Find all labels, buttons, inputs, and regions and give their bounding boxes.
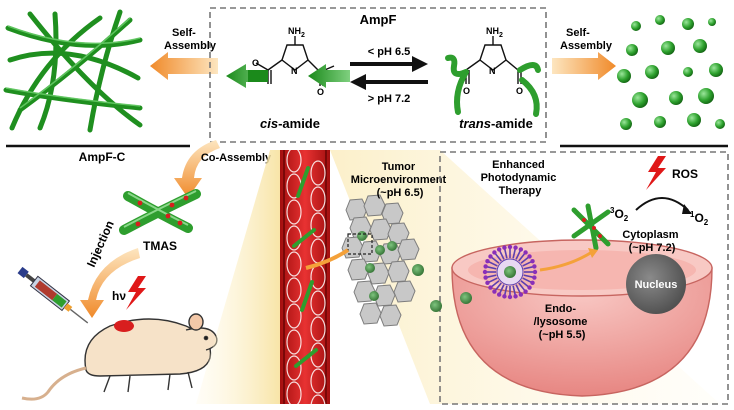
nanosphere bbox=[715, 119, 725, 129]
tumor-microenvironment-label: Tumor Microenvironment (~pH 6.5) bbox=[351, 161, 449, 199]
left-self-assembly-label: Self- Assembly bbox=[164, 27, 217, 52]
nanosphere-cluster bbox=[617, 15, 725, 130]
trans-nh2-label: NH bbox=[486, 26, 499, 36]
trans-o-atom-2: O bbox=[516, 86, 523, 96]
tumor-cell bbox=[393, 280, 416, 303]
tmas-structure bbox=[119, 189, 201, 235]
light-beam-left bbox=[196, 150, 280, 404]
nucleus-label: Nucleus bbox=[635, 279, 678, 291]
nanosphere bbox=[682, 18, 694, 30]
nanosphere bbox=[626, 44, 638, 56]
ph-upper-condition: < pH 6.5 bbox=[368, 46, 411, 58]
injection-arrow bbox=[80, 248, 140, 318]
cytoplasm-tmas bbox=[571, 203, 611, 251]
right-self-assembly-label: Self- Assembly bbox=[560, 27, 613, 52]
triplet-oxygen-label: 3O2 bbox=[610, 206, 629, 223]
tumor-cell-cluster bbox=[341, 194, 420, 327]
nanosphere bbox=[687, 113, 701, 127]
nanosphere bbox=[683, 67, 693, 77]
tumor-cell bbox=[359, 302, 382, 325]
ampf-title: AmpF bbox=[360, 12, 397, 27]
nanosphere bbox=[708, 18, 716, 26]
ampf-c-label: AmpF-C bbox=[79, 150, 126, 164]
ampf-box bbox=[209, 7, 547, 143]
ros-label: ROS bbox=[672, 167, 698, 181]
cis-amide-label: cis-amide bbox=[260, 116, 320, 131]
cis-nh2-label: NH bbox=[288, 26, 301, 36]
trans-green-chain-right bbox=[517, 62, 541, 73]
ph-forward-arrow bbox=[350, 56, 428, 72]
nanoparticle bbox=[412, 264, 424, 276]
escape-arrow bbox=[539, 250, 593, 272]
tumor-cell bbox=[397, 238, 420, 261]
nanosphere bbox=[669, 91, 683, 105]
cis-o-atom-2: O bbox=[317, 87, 324, 97]
right-arrow-orange bbox=[552, 52, 616, 80]
nanoparticle bbox=[430, 300, 442, 312]
svg-text:NH2: NH2 bbox=[486, 26, 503, 39]
mouse-image bbox=[21, 313, 218, 401]
syringe-image bbox=[17, 266, 89, 324]
cytoplasm-label: Cytoplasm (~pH 7.2) bbox=[622, 229, 681, 254]
nanoparticle bbox=[460, 292, 472, 304]
nanosphere bbox=[698, 88, 714, 104]
trans-amide-label: trans-amide bbox=[459, 116, 533, 131]
nucleus-icon bbox=[626, 254, 686, 314]
co-assembly-label: Co-Assembly bbox=[201, 152, 272, 164]
nanosphere bbox=[632, 92, 648, 108]
nanosphere bbox=[654, 116, 666, 128]
nanosphere bbox=[631, 21, 641, 31]
cis-o-atom-1: O bbox=[252, 58, 259, 68]
nanoparticles bbox=[412, 264, 472, 312]
svg-text:NH2: NH2 bbox=[288, 26, 305, 39]
trans-n-atom: N bbox=[489, 66, 496, 76]
singlet-oxygen-label: 1O2 bbox=[690, 210, 709, 227]
tumor-cell bbox=[369, 218, 392, 241]
lightning-icon bbox=[126, 276, 146, 310]
hv-label: hν bbox=[112, 289, 126, 303]
cis-n-atom: N bbox=[291, 66, 298, 76]
nanosphere bbox=[661, 41, 675, 55]
lysosome-icon bbox=[482, 244, 538, 300]
tumor-nanoparticle bbox=[365, 263, 375, 273]
trans-amide-structure bbox=[465, 36, 522, 84]
ros-lightning-icon bbox=[646, 156, 666, 190]
trans-green-chain-left bbox=[445, 54, 469, 77]
ros-conversion-arrow bbox=[635, 197, 689, 211]
trans-o-atom-1: O bbox=[463, 86, 470, 96]
tumor-nanoparticle bbox=[387, 241, 397, 251]
tumor-nanoparticle bbox=[357, 231, 367, 241]
nanosphere bbox=[709, 63, 723, 77]
tumor-cell bbox=[379, 304, 402, 327]
nanosphere bbox=[617, 69, 631, 83]
nanosphere bbox=[645, 65, 659, 79]
tumor-cell bbox=[387, 260, 410, 283]
tumor-cell bbox=[363, 194, 386, 217]
nanosphere bbox=[693, 39, 707, 53]
cell-inset-box bbox=[439, 151, 729, 405]
middle-green-arrow bbox=[308, 64, 350, 88]
ph-lower-condition: > pH 7.2 bbox=[368, 93, 411, 105]
tmas-label: TMAS bbox=[143, 239, 177, 253]
endolysosome-label: Endo- /lysosome (~pH 5.5) bbox=[534, 303, 591, 341]
tumor-zoom-box bbox=[347, 233, 373, 255]
ph-reverse-arrow bbox=[350, 74, 428, 90]
enhanced-pdt-label: Enhanced Photodynamic Therapy bbox=[481, 159, 560, 197]
tumor-nanoparticle bbox=[369, 291, 379, 301]
nanosphere bbox=[655, 15, 665, 25]
fiber-network-image bbox=[3, 9, 143, 133]
tumor-arrow bbox=[305, 248, 350, 270]
nanosphere bbox=[620, 118, 632, 130]
left-arrow-orange bbox=[150, 52, 218, 80]
down-curve-arrow bbox=[174, 140, 220, 198]
tumor-nanoparticle bbox=[375, 245, 385, 255]
